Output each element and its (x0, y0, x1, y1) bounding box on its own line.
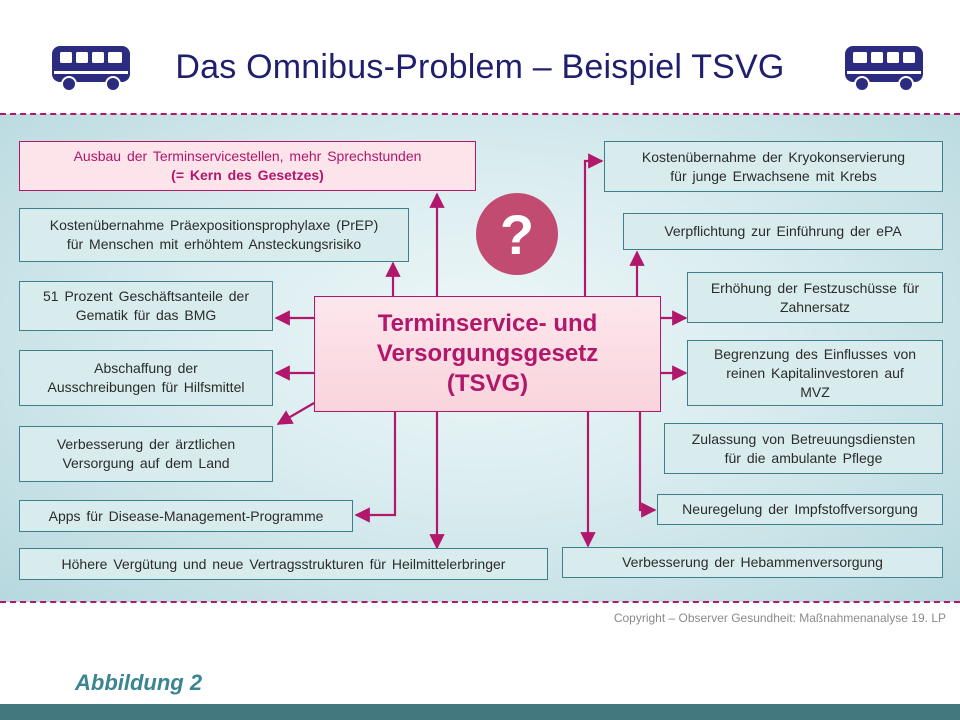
box-line: Apps für Disease-Management-Programme (48, 507, 324, 524)
box-line: für die ambulante Pflege (724, 449, 883, 466)
slide-title: Das Omnibus-Problem – Beispiel TSVG (175, 48, 785, 86)
measure-box-mvz: Begrenzung des Einflusses von reinen Kap… (687, 340, 943, 406)
copyright-note: Copyright – Observer Gesundheit: Maßnahm… (613, 611, 946, 625)
measure-box-hilfsmittel: Abschaffung der Ausschreibungen für Hilf… (19, 350, 273, 406)
top-dashed-divider (0, 113, 960, 115)
measure-box-epa: Verpflichtung zur Einführung der ePA (623, 213, 943, 250)
box-line: Kostenübernahme der Kryokonservierung (641, 148, 906, 165)
footer-bar (0, 704, 960, 720)
measure-box-impfstoff: Neuregelung der Impfstoffversorgung (657, 494, 943, 525)
box-line: MVZ (800, 383, 830, 400)
bus-icon (845, 46, 923, 92)
measure-box-terminservicestellen: Ausbau der Terminservicestellen, mehr Sp… (19, 141, 476, 191)
box-line: Verpflichtung zur Einführung der ePA (664, 223, 902, 239)
box-line: Ausschreibungen für Hilfsmittel (47, 379, 245, 395)
box-line: Verbesserung der Hebammenversorgung (622, 554, 883, 570)
box-line: Kostenübernahme Präexpositionsprophylaxe… (49, 217, 379, 233)
center-tsvg-box: Terminservice- und Versorgungsgesetz (TS… (314, 296, 661, 412)
measure-box-prep: Kostenübernahme Präexpositionsprophylaxe… (19, 208, 409, 262)
box-line: Verbesserung der ärztlichen (56, 436, 236, 452)
bus-icon (52, 46, 130, 92)
measure-box-dmp-apps: Apps für Disease-Management-Programme (19, 500, 353, 532)
bottom-dashed-divider (0, 601, 960, 603)
center-line: Versorgungsgesetz (376, 340, 599, 367)
box-line: für Menschen mit erhöhtem Ansteckungsris… (66, 236, 362, 252)
center-line: Terminservice- und (377, 310, 598, 337)
figure-caption: Abbildung 2 (75, 670, 203, 695)
box-line: Begrenzung des Einflusses von (713, 345, 917, 362)
box-line: Versorgung auf dem Land (62, 455, 230, 471)
box-line: Neuregelung der Impfstoffversorgung (682, 501, 918, 517)
box-line: Zahnersatz (779, 298, 851, 315)
box-line: Zulassung von Betreuungsdiensten (691, 430, 916, 447)
box-line: Gematik für das BMG (75, 307, 217, 323)
center-line: (TSVG) (446, 370, 529, 397)
measure-box-gematik: 51 Prozent Geschäftsanteile der Gematik … (19, 281, 273, 331)
box-line: (= Kern des Gesetzes) (171, 167, 324, 183)
box-line: Erhöhung der Festzuschüsse für (710, 279, 920, 296)
box-line: Abschaffung der (94, 360, 198, 376)
measure-box-heilmittel: Höhere Vergütung und neue Vertragsstrukt… (19, 548, 548, 580)
measure-box-kryokonservierung: Kostenübernahme der Kryokonservierung fü… (604, 141, 943, 192)
measure-box-zahnersatz: Erhöhung der Festzuschüsse für Zahnersat… (687, 272, 943, 323)
box-line: 51 Prozent Geschäftsanteile der (42, 288, 249, 304)
box-line: Ausbau der Terminservicestellen, mehr Sp… (73, 148, 422, 164)
box-line: Höhere Vergütung und neue Vertragsstrukt… (61, 555, 506, 572)
box-line: reinen Kapitalinvestoren auf (726, 364, 904, 381)
question-mark-icon: ? (476, 193, 558, 275)
measure-box-betreuungsdienste: Zulassung von Betreuungsdiensten für die… (664, 423, 943, 474)
measure-box-hebammen: Verbesserung der Hebammenversorgung (562, 547, 943, 578)
box-line: für junge Erwachsene mit Krebs (670, 167, 877, 184)
measure-box-land: Verbesserung der ärztlichen Versorgung a… (19, 426, 273, 482)
